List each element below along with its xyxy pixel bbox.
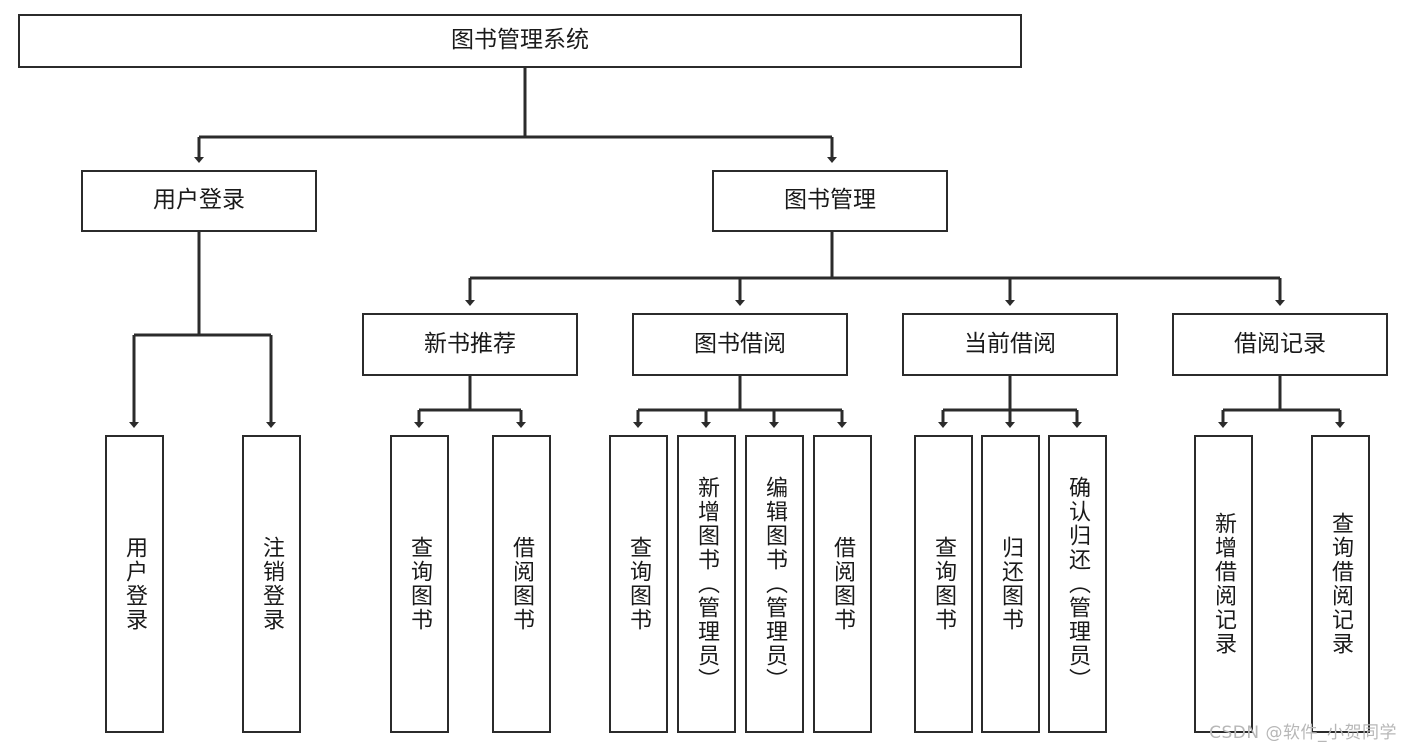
leaf-record-add-record[interactable]: 新增借阅记录	[1194, 435, 1253, 733]
leaf-record-query-record-label: 查询借阅记录	[1328, 512, 1354, 656]
node-user-login-label: 用户登录	[153, 187, 245, 214]
leaf-recommend-query-book-label: 查询图书	[407, 536, 433, 632]
leaf-current-confirm-return-admin[interactable]: 确认归还（管理员）	[1048, 435, 1107, 733]
node-current-borrow[interactable]: 当前借阅	[902, 313, 1118, 376]
leaf-recommend-borrow-book[interactable]: 借阅图书	[492, 435, 551, 733]
leaf-borrow-add-book-admin[interactable]: 新增图书（管理员）	[677, 435, 736, 733]
leaf-current-return-book[interactable]: 归还图书	[981, 435, 1040, 733]
node-new-book-recommend[interactable]: 新书推荐	[362, 313, 578, 376]
leaf-recommend-borrow-book-label: 借阅图书	[509, 536, 535, 632]
node-root[interactable]: 图书管理系统	[18, 14, 1022, 68]
leaf-record-query-record[interactable]: 查询借阅记录	[1311, 435, 1370, 733]
node-current-borrow-label: 当前借阅	[964, 330, 1056, 357]
node-book-borrow-label: 图书借阅	[694, 330, 786, 357]
leaf-borrow-borrow-book[interactable]: 借阅图书	[813, 435, 872, 733]
node-borrow-record[interactable]: 借阅记录	[1172, 313, 1388, 376]
csdn-watermark: CSDN @软件_小贺同学	[1209, 723, 1397, 743]
node-book-management[interactable]: 图书管理	[712, 170, 948, 232]
node-new-book-recommend-label: 新书推荐	[424, 330, 516, 357]
node-borrow-record-label: 借阅记录	[1234, 330, 1326, 357]
node-book-borrow[interactable]: 图书借阅	[632, 313, 848, 376]
leaf-borrow-edit-book-admin-label: 编辑图书（管理员）	[762, 476, 788, 692]
leaf-user-login-logout-label: 注销登录	[259, 536, 285, 632]
leaf-recommend-query-book[interactable]: 查询图书	[390, 435, 449, 733]
leaf-current-confirm-return-admin-label: 确认归还（管理员）	[1065, 476, 1091, 692]
leaf-borrow-edit-book-admin[interactable]: 编辑图书（管理员）	[745, 435, 804, 733]
leaf-user-login-logout[interactable]: 注销登录	[242, 435, 301, 733]
node-book-management-label: 图书管理	[784, 187, 876, 214]
leaf-borrow-add-book-admin-label: 新增图书（管理员）	[694, 476, 720, 692]
leaf-current-query-book-label: 查询图书	[931, 536, 957, 632]
leaf-user-login-login[interactable]: 用户登录	[105, 435, 164, 733]
node-user-login[interactable]: 用户登录	[81, 170, 317, 232]
leaf-current-return-book-label: 归还图书	[998, 536, 1024, 632]
leaf-user-login-login-label: 用户登录	[122, 536, 148, 632]
leaf-record-add-record-label: 新增借阅记录	[1211, 512, 1237, 656]
leaf-current-query-book[interactable]: 查询图书	[914, 435, 973, 733]
node-root-label: 图书管理系统	[451, 27, 589, 54]
leaf-borrow-query-book[interactable]: 查询图书	[609, 435, 668, 733]
leaf-borrow-query-book-label: 查询图书	[626, 536, 652, 632]
leaf-borrow-borrow-book-label: 借阅图书	[830, 536, 856, 632]
